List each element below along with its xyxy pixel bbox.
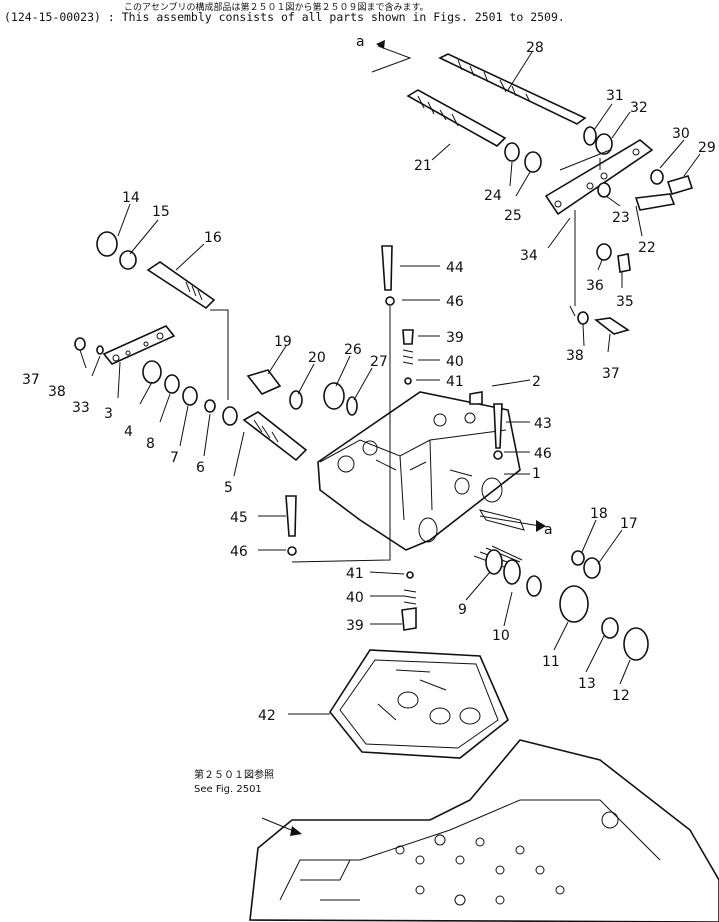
part-label-25: 25	[504, 208, 522, 224]
valve-body-1	[317, 391, 546, 551]
japanese-assembly-note: このアセンブリの構成部品は第２５０１図から第２５０９図まで含みます。	[124, 3, 429, 13]
part-label-40-bottom: 40	[346, 590, 364, 606]
part-label-12: 12	[612, 688, 630, 704]
part-label-14: 14	[122, 190, 140, 206]
ring-32	[595, 133, 613, 155]
cap-12	[623, 627, 649, 661]
part-label-38-right: 38	[566, 348, 584, 364]
part-label-31: 31	[606, 88, 624, 104]
bolts-and-fittings	[285, 245, 503, 631]
valve-16	[146, 261, 216, 310]
part-label-35: 35	[616, 294, 634, 310]
part-label-22: 22	[638, 240, 656, 256]
part-label-37-left: 37	[22, 372, 40, 388]
part-label-38-left: 38	[48, 384, 66, 400]
part-label-36: 36	[586, 278, 604, 294]
part-label-30: 30	[672, 126, 690, 142]
part-label-2: 2	[532, 374, 541, 390]
arrow-head-top	[376, 40, 385, 49]
part-label-46-top: 46	[446, 294, 464, 310]
part-label-7: 7	[170, 450, 179, 466]
part-label-46-right: 46	[534, 446, 552, 462]
plate-33	[102, 325, 176, 365]
part-label-4: 4	[124, 424, 133, 440]
part-label-46-left: 46	[230, 544, 248, 560]
part-label-42: 42	[258, 708, 276, 724]
assembly-note: (124-15-00023) : This assembly consists …	[4, 10, 565, 24]
part-label-34: 34	[520, 248, 538, 264]
part-label-16: 16	[204, 230, 222, 246]
oring-15	[119, 250, 137, 270]
plate-34	[544, 139, 654, 216]
lower-right-parts	[473, 545, 649, 661]
part-label-43: 43	[534, 416, 552, 432]
part-label-17: 17	[620, 516, 638, 532]
ring-25	[524, 151, 542, 173]
part-label-19: 19	[274, 334, 292, 350]
part-label-23: 23	[612, 210, 630, 226]
reference-note-en: See Fig. 2501	[194, 784, 262, 795]
leader-lines	[79, 51, 701, 715]
part-label-28: 28	[526, 40, 544, 56]
part-label-5: 5	[224, 480, 233, 496]
part-label-33: 33	[72, 400, 90, 416]
part-label-44: 44	[446, 260, 464, 276]
part-label-8: 8	[146, 436, 155, 452]
part-label-41-top: 41	[446, 374, 464, 390]
part-label-1: 1	[532, 466, 541, 482]
part-label-32: 32	[630, 100, 648, 116]
arrow-marker-top: a	[356, 34, 365, 50]
part-label-27: 27	[370, 354, 388, 370]
part-label-24: 24	[484, 188, 502, 204]
part-label-13: 13	[578, 676, 596, 692]
plug-14	[96, 231, 118, 257]
part-label-18: 18	[590, 506, 608, 522]
part-label-26: 26	[344, 342, 362, 358]
part-label-41-bottom: 41	[346, 566, 364, 582]
ring-31	[583, 126, 597, 146]
part-label-11: 11	[542, 654, 560, 670]
part-label-3: 3	[104, 406, 113, 422]
part-label-29: 29	[698, 140, 716, 156]
arrow-marker-right: a	[544, 522, 553, 538]
part-label-39-top: 39	[446, 330, 464, 346]
gasket-42	[329, 649, 509, 759]
left-parts-group	[74, 231, 358, 462]
part-label-20: 20	[308, 350, 326, 366]
spool-assembly-top	[371, 40, 694, 335]
part-label-37-right: 37	[602, 366, 620, 382]
transmission-case	[249, 739, 719, 922]
piston-11	[559, 585, 589, 623]
part-label-45: 45	[230, 510, 248, 526]
valve-5	[242, 411, 308, 462]
reference-note-jp: 第２５０１図参照	[194, 768, 274, 781]
part-label-21: 21	[414, 158, 432, 174]
part-label-40-top: 40	[446, 354, 464, 370]
part-label-39-bottom: 39	[346, 618, 364, 634]
part-label-15: 15	[152, 204, 170, 220]
part-label-10: 10	[492, 628, 510, 644]
part-label-9: 9	[458, 602, 467, 618]
part-label-6: 6	[196, 460, 205, 476]
ring-24	[504, 142, 520, 162]
